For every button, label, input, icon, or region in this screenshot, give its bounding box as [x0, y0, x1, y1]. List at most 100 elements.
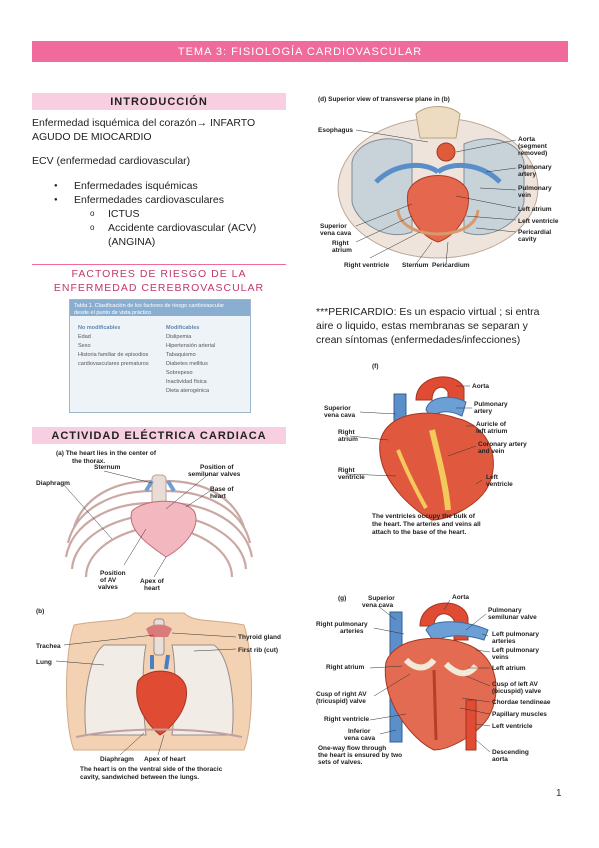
label-left-ventricle: Left ventricle — [518, 218, 559, 225]
label-segment: (segment — [518, 143, 548, 150]
table-cell: Diabetes mellitus — [166, 361, 208, 367]
spine-icon — [415, 106, 461, 139]
label-heart: heart — [210, 493, 227, 500]
heart-icon — [136, 670, 187, 736]
figure-f-tag: (f) — [372, 363, 379, 370]
table-cell: Inactividad física — [166, 379, 207, 385]
label-sternum: Sternum — [402, 262, 429, 269]
label-veins: veins — [492, 654, 509, 661]
table-column-non-modifiable: No modificables Edad Sexo Historia famil… — [78, 324, 160, 369]
pulmonary-artery-icon — [425, 621, 489, 643]
figure-b-caption-line-2: cavity, sandwiched between the lungs. — [80, 774, 199, 781]
list-item-continuation: (ANGINA) — [108, 236, 156, 248]
table-cell: Sexo — [78, 343, 91, 349]
table-caption-line-1: Tabla 1. Clasificación de los factores d… — [74, 303, 225, 309]
label-aorta: Aorta — [472, 383, 489, 390]
label-aorta: Aorta — [518, 136, 535, 143]
electric-section-title: ACTIVIDAD ELÉCTRICA CARDIACA — [32, 427, 286, 444]
label-vena-cava: vena cava — [320, 230, 351, 237]
figure-a-caption-line-2: the thorax. — [72, 458, 105, 465]
table-cell: Sobrepeso — [166, 370, 193, 376]
label-ventricle: ventricle — [338, 474, 365, 481]
table-cell: Historia familiar de episodios — [78, 352, 149, 358]
table-header-cell: No modificables — [78, 325, 121, 331]
label-chordae-tendineae: Chordae tendineae — [492, 699, 551, 706]
intro-sub-bullet-list: ICTUS Accidente cardiovascular (ACV) (AN… — [32, 207, 292, 249]
label-left-arteries: arteries — [492, 638, 516, 645]
page-title: TEMA 3: FISIOLOGÍA CARDIOVASCULAR — [177, 45, 423, 58]
label-pulmonary: Pulmonary — [474, 401, 508, 408]
label-lung: Lung — [36, 659, 52, 666]
label-of-av: of AV — [100, 577, 117, 584]
page-number: 1 — [556, 788, 562, 799]
table-cell: Dislipemia — [166, 334, 192, 340]
label-position: Position — [100, 570, 126, 577]
label-auricle-of: Auricle of — [476, 421, 507, 428]
table-header-cell: Modificables — [166, 325, 200, 331]
figure-torso-heart: (b) Trachea Thyroid gland Lung First rib… — [36, 608, 281, 781]
label-diaphragm: Diaphragm — [36, 480, 70, 487]
label-left-atrium: left atrium — [476, 428, 508, 435]
label-semilunar-valve: semilunar valve — [488, 614, 537, 621]
factors-title: FACTORES DE RIESGO DE LA ENFERMEDAD CERE… — [32, 267, 286, 295]
label-left: Left — [486, 474, 499, 481]
intro-bullet-list: Enfermedades isquémicas Enfermedades car… — [32, 179, 292, 207]
aorta-section-icon — [436, 142, 456, 162]
table-cell: Edad — [78, 334, 91, 340]
label-one-way-flow-3: sets of valves. — [318, 759, 363, 766]
table-cell: Tabaquismo — [166, 352, 196, 358]
label-descending: Descending — [492, 749, 529, 756]
label-aorta: Aorta — [452, 594, 469, 601]
label-left-atrium: Left atrium — [492, 665, 526, 672]
pericardio-line-3: crean síntomas (enfermedades/infecciones… — [316, 334, 521, 346]
pericardio-line-1: ***PERICARDIO: Es un espacio virtual ; s… — [316, 306, 540, 318]
label-coronary-artery: Coronary artery — [478, 441, 527, 448]
label-artery: artery — [518, 171, 536, 178]
label-descending-aorta: aorta — [492, 756, 508, 763]
label-cavity: cavity — [518, 236, 537, 243]
descending-aorta-icon — [465, 699, 477, 751]
label-cusp-left-av: Cusp of left AV — [492, 681, 539, 688]
label-superior: Superior — [324, 405, 351, 412]
figure-a-caption-line-1: (a) The heart lies in the center of — [56, 450, 157, 457]
risk-factors-table: Tabla 1. Clasificación de los factores d… — [69, 299, 251, 413]
label-right-ventricle: Right ventricle — [324, 716, 370, 723]
lung-right-icon — [171, 644, 234, 736]
label-inferior: Inferior — [348, 728, 371, 735]
label-bicuspid-valve: (bicuspid) valve — [492, 688, 542, 695]
label-position-of: Position of — [200, 464, 234, 471]
label-artery: artery — [474, 408, 492, 415]
label-left-pulmonary: Left pulmonary — [492, 631, 539, 638]
pericardio-paragraph: ***PERICARDIO: Es un espacio virtual ; s… — [316, 305, 576, 347]
label-right-ventricle: Right ventricle — [344, 262, 390, 269]
label-pulmonary: Pulmonary — [518, 164, 552, 171]
label-atrium: atrium — [338, 436, 358, 443]
label-left-pulmonary-2: Left pulmonary — [492, 647, 539, 654]
label-and-vein: and vein — [478, 448, 504, 455]
list-item: Enfermedades cardiovasculares — [32, 193, 292, 207]
figure-transverse-plane: (d) Superior view of transverse plane in… — [318, 96, 559, 269]
label-superior: Superior — [320, 223, 347, 230]
list-item: ICTUS — [32, 207, 292, 221]
label-esophagus: Esophagus — [318, 127, 353, 134]
label-apex-of: Apex of — [140, 578, 165, 585]
label-base-of: Base of — [210, 486, 234, 493]
label-thyroid-gland: Thyroid gland — [238, 634, 281, 641]
figure-b-tag: (b) — [36, 608, 44, 615]
label-papillary-muscles: Papillary muscles — [492, 711, 547, 718]
factors-title-line-1: FACTORES DE RIESGO DE LA — [71, 268, 247, 280]
label-atrium: atrium — [332, 247, 352, 254]
label-pericardial: Pericardial — [518, 229, 551, 236]
table-cell: cardiovasculares prematuros — [78, 361, 149, 367]
intro-title-text: INTRODUCCIÓN — [110, 95, 208, 108]
heart-icon — [130, 500, 197, 558]
label-inferior-vena-cava: vena cava — [344, 735, 375, 742]
label-vena-cava: vena cava — [362, 602, 393, 609]
label-apex-heart: heart — [144, 585, 161, 592]
label-left-ventricle: Left ventricle — [492, 723, 533, 730]
list-item: Accidente cardiovascular (ACV) — [32, 221, 292, 235]
label-pericardium: Pericardium — [432, 262, 470, 269]
intro-line-1: Enfermedad isquémica del corazón→ INFART… — [32, 117, 256, 129]
heart-section-icon — [407, 175, 469, 243]
figure-external-heart: (f) Aorta Superior vena cava Pulmonary a… — [324, 363, 527, 536]
